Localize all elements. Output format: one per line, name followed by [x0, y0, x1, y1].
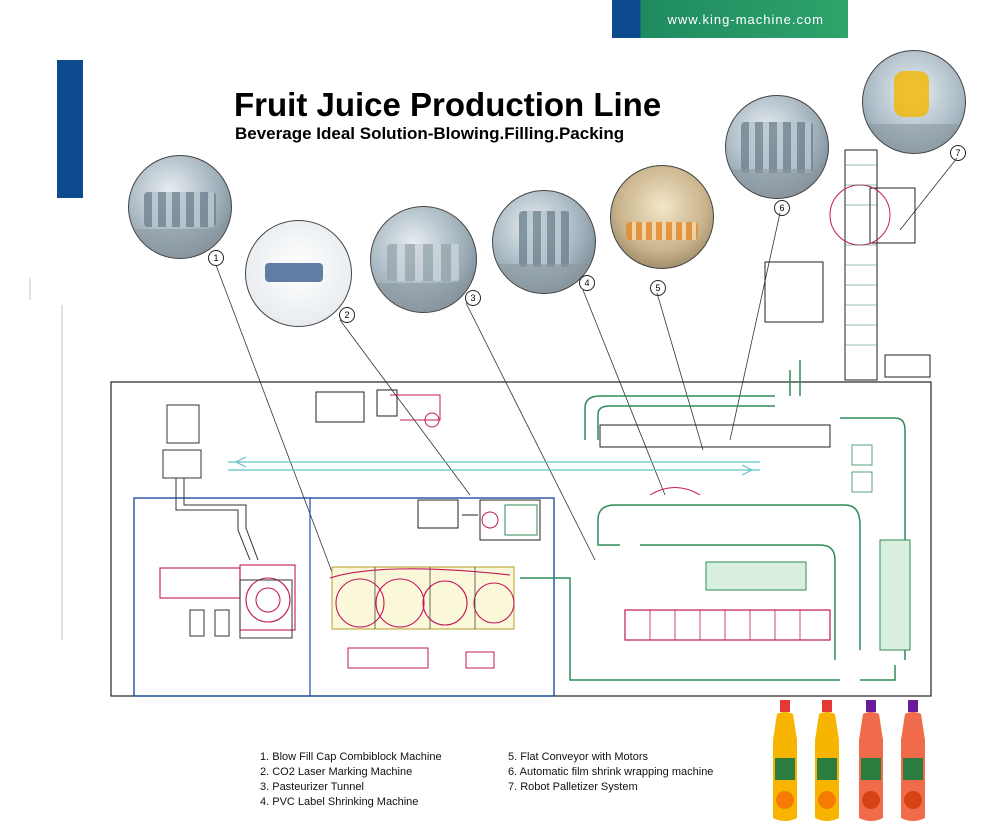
callout-3: 3	[465, 290, 481, 306]
tank-frame	[417, 499, 541, 541]
page-subtitle: Beverage Ideal Solution-Blowing.Filling.…	[235, 124, 625, 143]
legend-item-6: 6. Automatic film shrink wrapping machin…	[508, 766, 714, 778]
callout-7: 7	[950, 145, 966, 161]
leader-lines	[215, 157, 958, 581]
brand-side-bar	[57, 60, 83, 198]
machine-photo-icon	[370, 206, 477, 313]
flow-arrows	[228, 456, 760, 476]
juice-bottle-icon	[773, 700, 925, 821]
palletizer-area	[764, 149, 931, 381]
legend-item-3: 3. Pasteurizer Tunnel	[260, 781, 364, 793]
clean-room-outline	[133, 497, 555, 697]
shrink-wrap-section	[599, 424, 911, 651]
machine-photo-icon	[245, 220, 352, 327]
machine-photo-icon	[725, 95, 829, 199]
combiblock-frame	[189, 579, 293, 639]
conveyor-system	[520, 360, 906, 681]
machine-photo-icon	[128, 155, 232, 259]
legend-item-1: 1. Blow Fill Cap Combiblock Machine	[260, 751, 442, 763]
mixing-units	[315, 389, 441, 428]
machine-photo-icon	[862, 50, 966, 154]
preform-feeder	[162, 404, 259, 561]
machine-photo-icon	[610, 165, 714, 269]
callout-6: 6	[774, 200, 790, 216]
legend-item-7: 7. Robot Palletizer System	[508, 781, 638, 793]
callout-2: 2	[339, 307, 355, 323]
legend-item-2: 2. CO2 Laser Marking Machine	[260, 766, 413, 778]
workshop-outline	[110, 381, 932, 697]
dimension-line	[29, 278, 63, 640]
callout-4: 4	[579, 275, 595, 291]
legend-right: 5. Flat Conveyor with Motors 6. Automati…	[508, 750, 713, 795]
filler-group	[329, 566, 515, 630]
legend-left: 1. Blow Fill Cap Combiblock Machine 2. C…	[260, 750, 442, 810]
website-banner[interactable]: www.king-machine.com	[612, 0, 848, 38]
page-title: Fruit Juice Production Line	[234, 86, 662, 123]
aux-machines	[347, 647, 495, 669]
legend-item-5: 5. Flat Conveyor with Motors	[508, 751, 648, 763]
legend-item-4: 4. PVC Label Shrinking Machine	[260, 796, 419, 808]
website-url[interactable]: www.king-machine.com	[667, 11, 824, 27]
machine-photo-icon	[492, 190, 596, 294]
combiblock-machine	[159, 564, 296, 631]
